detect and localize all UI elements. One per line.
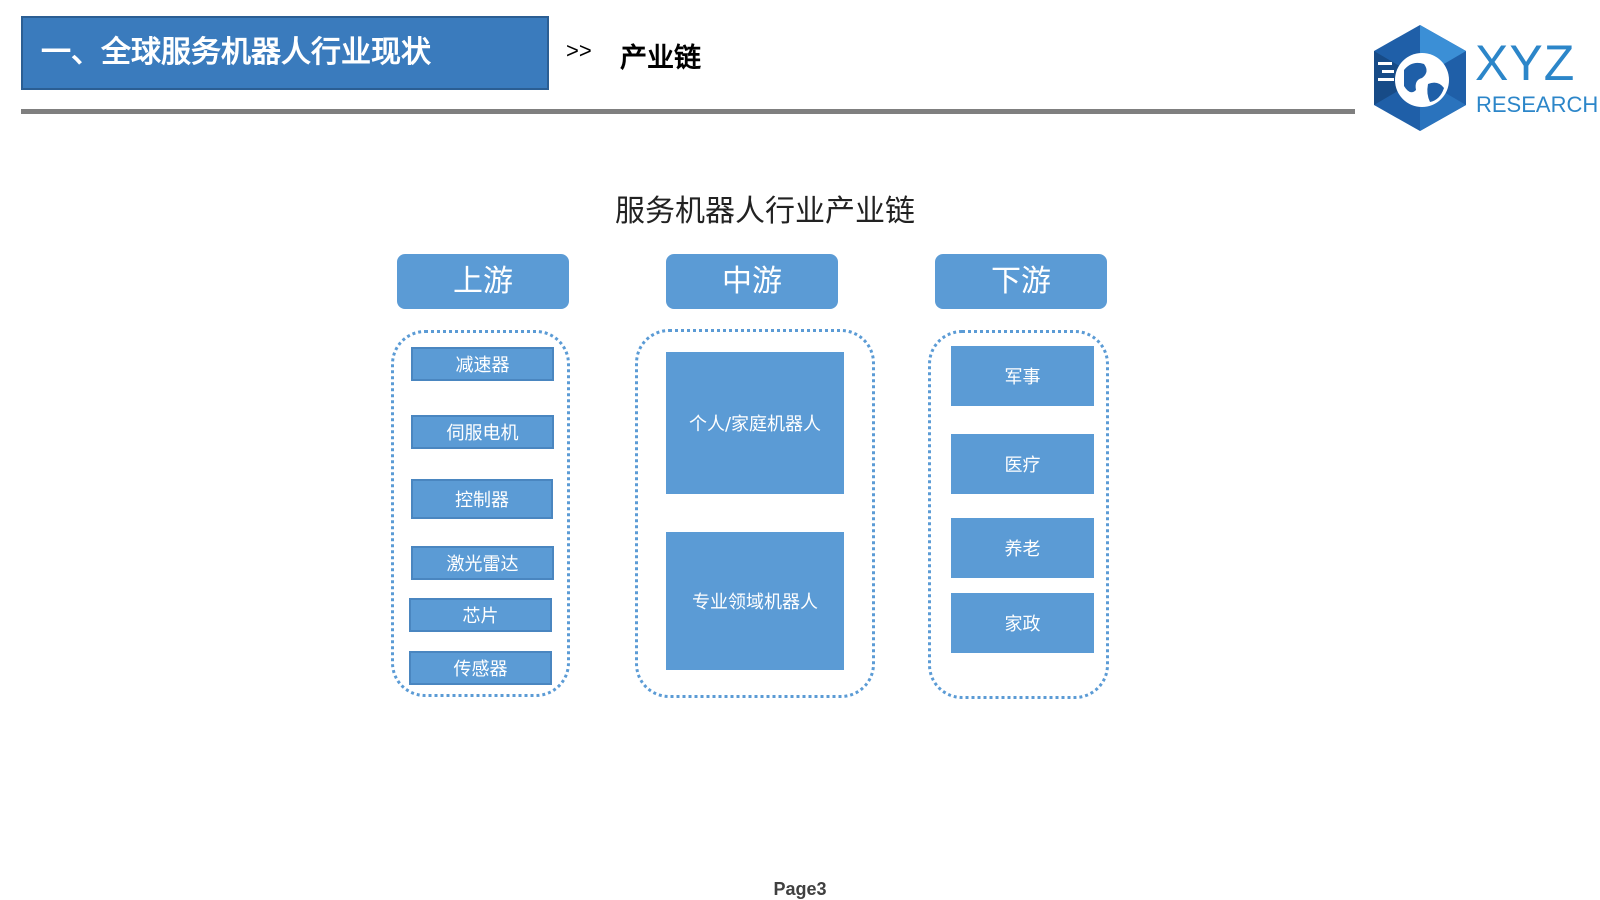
breadcrumb-arrow: >> bbox=[566, 38, 592, 63]
section-title: 一、全球服务机器人行业现状 bbox=[21, 16, 549, 90]
upstream-header: 上游 bbox=[397, 254, 569, 309]
downstream-node: 养老 bbox=[951, 518, 1094, 578]
downstream-group bbox=[928, 330, 1109, 699]
logo-wordmark: XYZ bbox=[1475, 35, 1576, 91]
upstream-node: 减速器 bbox=[411, 347, 554, 381]
midstream-node: 个人/家庭机器人 bbox=[666, 352, 844, 494]
globe-hexagon-icon bbox=[1374, 25, 1466, 131]
brand-logo: XYZ RESEARCH bbox=[1370, 22, 1598, 134]
downstream-node: 军事 bbox=[951, 346, 1094, 406]
midstream-node: 专业领域机器人 bbox=[666, 532, 844, 670]
upstream-node: 传感器 bbox=[409, 651, 552, 685]
upstream-node: 伺服电机 bbox=[411, 415, 554, 449]
upstream-node: 激光雷达 bbox=[411, 546, 554, 580]
downstream-node: 家政 bbox=[951, 593, 1094, 653]
upstream-group bbox=[391, 330, 570, 697]
logo-tagline: RESEARCH bbox=[1476, 92, 1599, 117]
page-number: Page3 bbox=[773, 879, 827, 899]
breadcrumb-subtitle: 产业链 bbox=[620, 43, 701, 74]
midstream-header: 中游 bbox=[666, 254, 838, 309]
diagram-title: 服务机器人行业产业链 bbox=[615, 194, 915, 229]
upstream-node: 控制器 bbox=[411, 479, 553, 519]
header-divider bbox=[21, 109, 1355, 114]
downstream-header: 下游 bbox=[935, 254, 1107, 309]
upstream-node: 芯片 bbox=[409, 598, 552, 632]
downstream-node: 医疗 bbox=[951, 434, 1094, 494]
midstream-group bbox=[635, 329, 875, 698]
